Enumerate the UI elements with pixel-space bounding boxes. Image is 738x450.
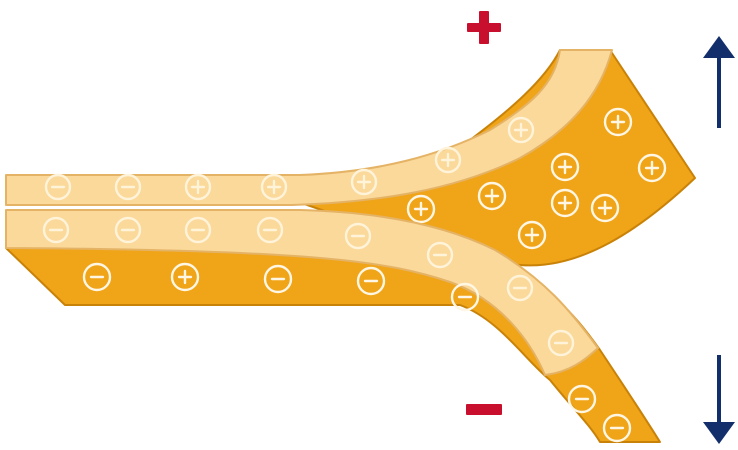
negative-sign bbox=[466, 404, 502, 415]
arrow-down-icon bbox=[703, 355, 735, 444]
positive-sign bbox=[467, 11, 501, 44]
arrow-up-icon bbox=[703, 36, 735, 128]
